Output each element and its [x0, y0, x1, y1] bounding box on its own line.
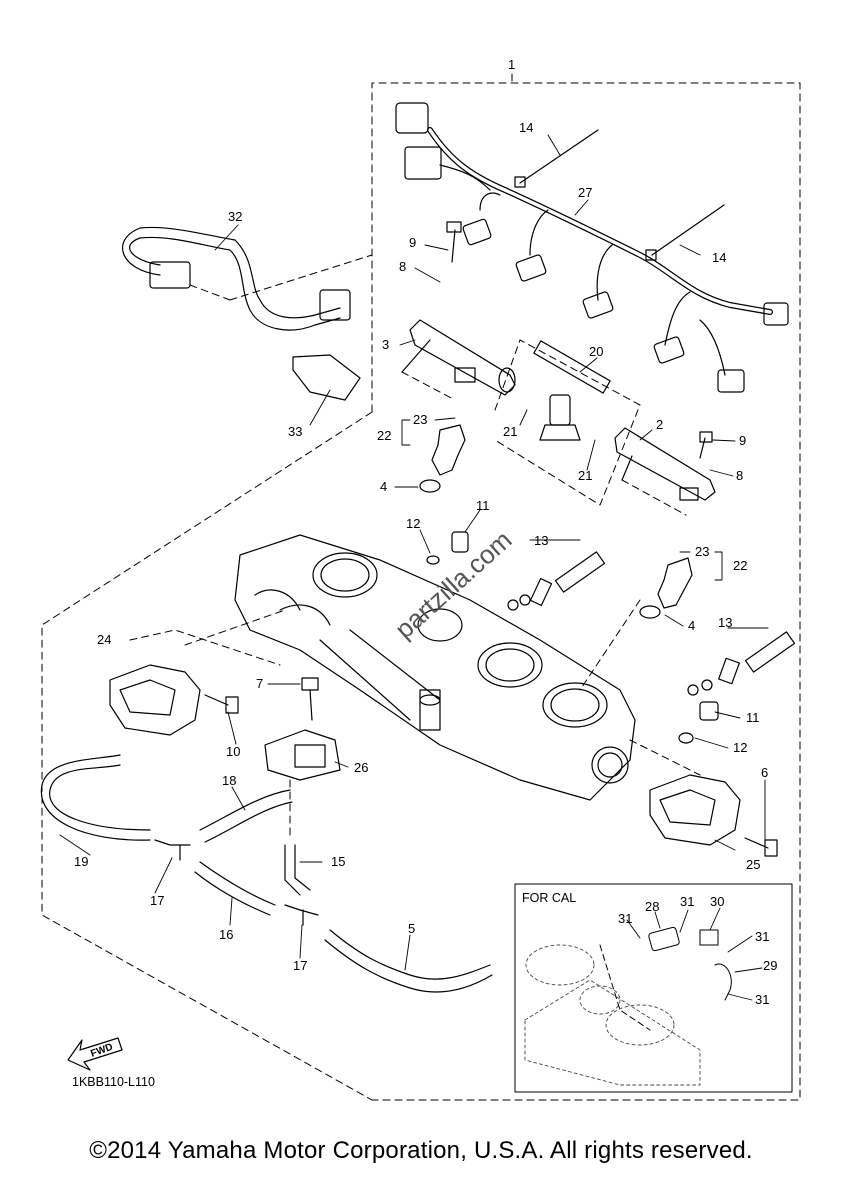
assembly-boundary	[41, 73, 801, 1101]
callout-2: 2	[656, 417, 663, 432]
screw	[204, 221, 778, 857]
callout-12: 12	[733, 740, 747, 755]
callout-31: 31	[755, 929, 769, 944]
watermark: partzilla.com	[389, 525, 518, 645]
callout-22: 22	[377, 428, 391, 443]
fuel-rail-right	[614, 427, 716, 516]
callout-3: 3	[382, 337, 389, 352]
callout-33: 33	[288, 424, 302, 439]
callout-13: 13	[534, 533, 548, 548]
callout-9: 9	[409, 235, 416, 250]
callout-23: 23	[695, 544, 709, 559]
fwd-label: FWD	[89, 1042, 114, 1060]
callout-17: 17	[150, 893, 164, 908]
callout-6: 6	[761, 765, 768, 780]
callout-32: 32	[228, 209, 242, 224]
callout-31: 31	[755, 992, 769, 1007]
callout-4: 4	[688, 618, 695, 633]
callout-26: 26	[354, 760, 368, 775]
fuel-hose	[122, 226, 373, 401]
callout-18: 18	[222, 773, 236, 788]
callout-16: 16	[219, 927, 233, 942]
callout-8: 8	[736, 468, 743, 483]
callout-19: 19	[74, 854, 88, 869]
inset-box	[514, 883, 793, 1093]
callout-14: 14	[519, 120, 533, 135]
pressure-sensor	[264, 729, 341, 841]
fuel-injector	[419, 424, 693, 691]
callout-21: 21	[503, 424, 517, 439]
callout-29: 29	[763, 958, 777, 973]
callout-labels: 1 14 14 27 32 9 8 3 20 33 23 22 21 21 2 …	[74, 57, 777, 1007]
callout-8: 8	[399, 259, 406, 274]
forward-arrow-icon	[67, 1037, 123, 1071]
callout-15: 15	[331, 854, 345, 869]
callout-11: 11	[476, 498, 490, 513]
callout-5: 5	[408, 921, 415, 936]
inset-title: FOR CAL	[522, 891, 576, 905]
callout-31: 31	[618, 911, 632, 926]
fuel-rail-left	[401, 319, 516, 401]
callout-13: 13	[718, 615, 732, 630]
callout-17: 17	[293, 958, 307, 973]
callout-10: 10	[226, 744, 240, 759]
vacuum-hose	[40, 754, 493, 993]
callout-20: 20	[589, 344, 603, 359]
copyright-notice: ©2014 Yamaha Motor Corporation, U.S.A. A…	[89, 1137, 753, 1164]
callout-30: 30	[710, 894, 724, 909]
callout-1: 1	[508, 57, 515, 72]
leader-lines	[59, 134, 769, 1001]
diagram-code: 1KBB110-L110	[72, 1075, 155, 1089]
callout-22: 22	[733, 558, 747, 573]
fuel-rail-joint	[494, 339, 641, 506]
callout-23: 23	[413, 412, 427, 427]
wire-harness	[395, 102, 789, 393]
callout-12: 12	[406, 516, 420, 531]
pin	[426, 531, 796, 744]
callout-31: 31	[680, 894, 694, 909]
callout-24: 24	[97, 632, 111, 647]
throttle-body	[234, 534, 636, 801]
callout-11: 11	[746, 710, 760, 725]
callout-9: 9	[739, 433, 746, 448]
callout-28: 28	[645, 899, 659, 914]
callout-27: 27	[578, 185, 592, 200]
throttle-position-sensor	[109, 609, 741, 846]
callout-25: 25	[746, 857, 760, 872]
callout-14: 14	[712, 250, 726, 265]
cable-tie	[514, 129, 725, 261]
callout-4: 4	[380, 479, 387, 494]
callout-21: 21	[578, 468, 592, 483]
callout-7: 7	[256, 676, 263, 691]
